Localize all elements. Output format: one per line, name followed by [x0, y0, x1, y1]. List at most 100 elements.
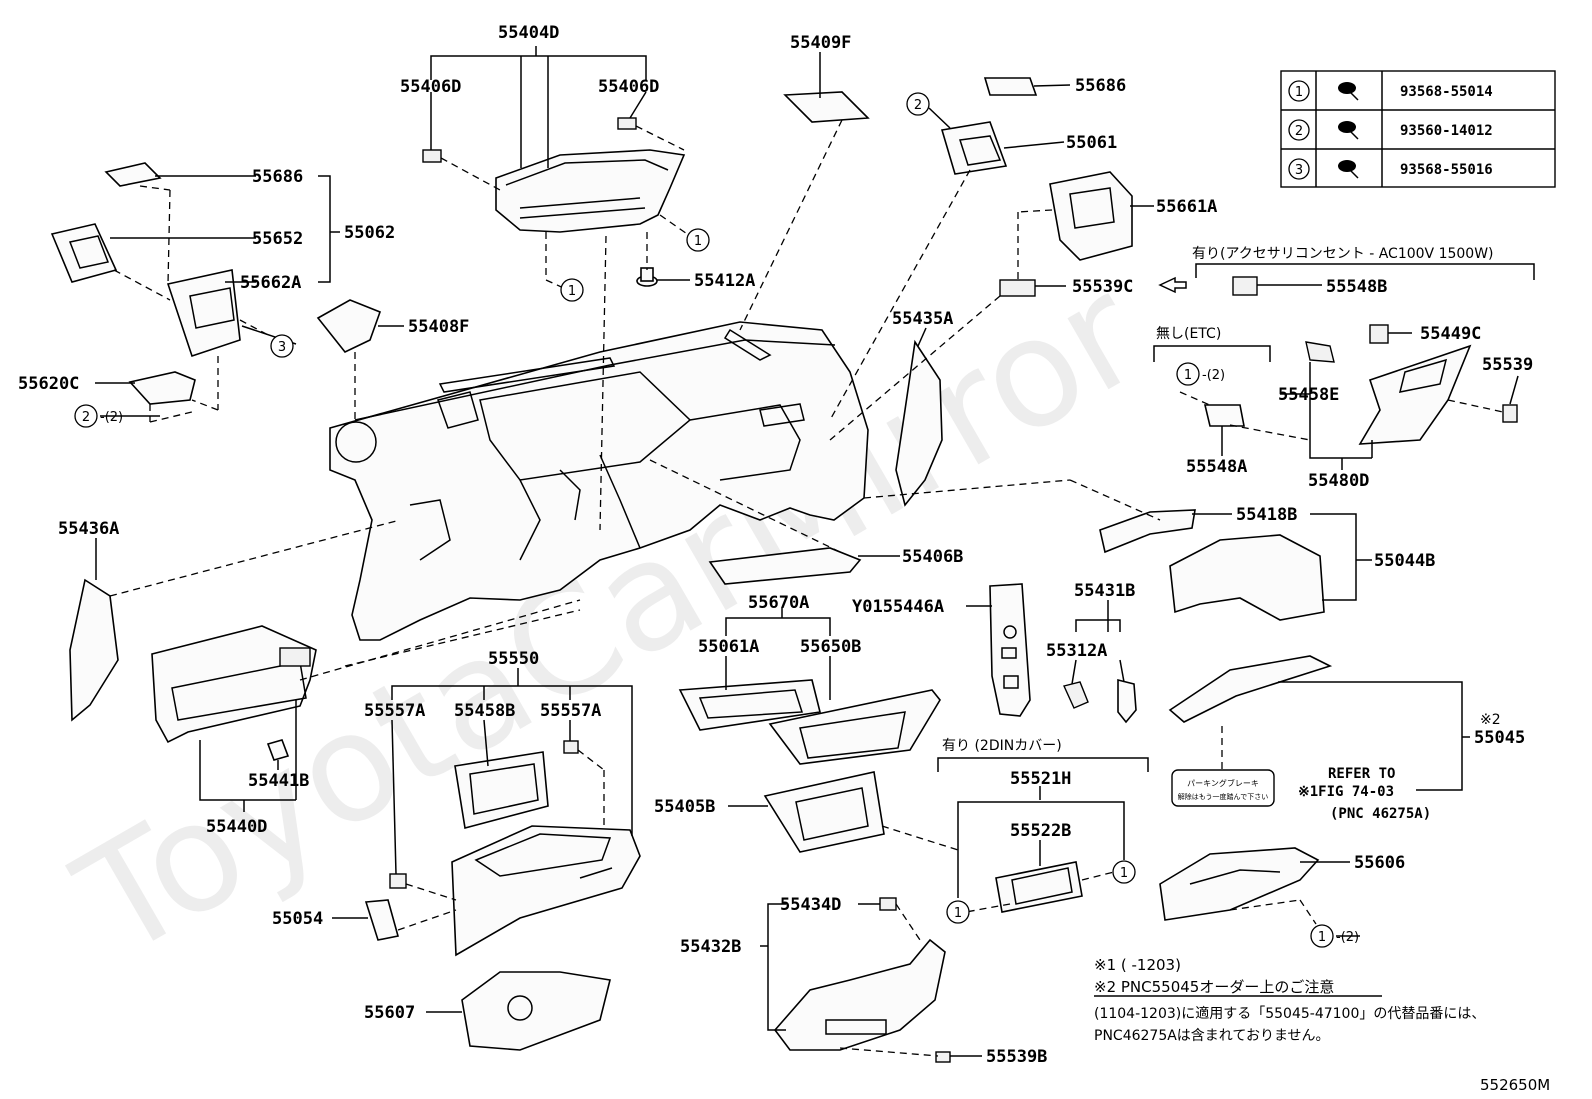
vent-55686-left — [104, 162, 162, 187]
cap-55449C — [1369, 324, 1389, 344]
sticker-line-2: 解除はもう一度踏んで下さい — [1178, 792, 1268, 801]
note-mark-2: ※2 — [1480, 712, 1501, 728]
part-label: 55557A — [364, 701, 425, 721]
part-label: 55062 — [344, 223, 395, 243]
svg-text:-(2): -(2) — [1202, 368, 1225, 383]
part-label: 55606 — [1354, 853, 1405, 873]
callout-1: 1 — [946, 900, 970, 924]
callout-1-qty: 1 -(2) — [1310, 924, 1359, 948]
fastener-part-number: 93568-55016 — [1400, 162, 1493, 178]
part-label: 55686 — [252, 167, 303, 187]
glovebox-door-55550 — [451, 825, 641, 957]
callout-1: 1 — [686, 228, 710, 252]
part-label: 55408F — [408, 317, 469, 337]
part-label: 55620C — [18, 374, 79, 394]
screw-icon — [1338, 160, 1359, 179]
dashed-assembly-lines — [109, 119, 1504, 1057]
svg-text:1: 1 — [568, 284, 576, 299]
svg-text:2: 2 — [914, 98, 922, 113]
fastener-table: 1 93568-55014 2 93560-14012 3 93568-5501 — [1280, 70, 1556, 188]
callout-2: 2 — [906, 92, 930, 116]
cover-55431B — [1117, 678, 1137, 724]
part-label: 55458B — [454, 701, 515, 721]
cover-55522B — [995, 861, 1083, 913]
bracket-55620C — [128, 371, 196, 405]
panel-55650B — [768, 689, 941, 765]
vent-55686-right — [983, 77, 1038, 96]
vent-55061 — [940, 121, 1008, 175]
vent-55652 — [50, 223, 118, 283]
cover-55408F — [316, 299, 382, 353]
svg-text:1: 1 — [954, 906, 962, 921]
refer-fig-label: ※1FIG 74-03 — [1298, 784, 1394, 800]
part-label: 55404D — [498, 23, 559, 43]
part-label: 55539B — [986, 1047, 1047, 1067]
svg-text:3: 3 — [278, 340, 286, 355]
panel-55409F — [783, 91, 870, 123]
trim-55418B — [1099, 509, 1196, 554]
part-label: 55432B — [680, 937, 741, 957]
part-label: 55548A — [1186, 457, 1247, 477]
part-label: 55061 — [1066, 133, 1117, 153]
glovebox-55440D — [151, 625, 317, 744]
svg-text:2: 2 — [1295, 124, 1303, 139]
part-label: 55054 — [272, 909, 323, 929]
part-label: 55406D — [598, 77, 659, 97]
part-label: 55548B — [1326, 277, 1387, 297]
part-label: 55045 — [1474, 728, 1525, 748]
footnote-4: PNC46275Aは含まれておりません。 — [1094, 1028, 1330, 1044]
svg-text:-(2): -(2) — [1336, 930, 1359, 945]
note-without-etc: 無し(ETC) — [1156, 326, 1221, 342]
svg-text:1: 1 — [1184, 368, 1192, 383]
clip-55539 — [1502, 404, 1518, 423]
svg-text:1: 1 — [1318, 930, 1326, 945]
panel-55406B — [708, 547, 862, 585]
part-label: 55405B — [654, 797, 715, 817]
callout-3: 3 — [270, 334, 294, 358]
part-label: 55670A — [748, 593, 809, 613]
instrument-panel-drawing — [329, 321, 869, 641]
bezel-55662A — [166, 269, 241, 358]
part-label: 55440D — [206, 817, 267, 837]
panel-55405B — [763, 771, 885, 853]
fastener-row-1: 1 93568-55014 — [1288, 80, 1493, 102]
svg-text:3: 3 — [1295, 163, 1303, 178]
fastener-row-3: 3 93568-55016 — [1288, 158, 1493, 180]
clip-55412A — [636, 267, 658, 287]
part-label: 55406D — [400, 77, 461, 97]
footnote-3: (1104-1203)に適用する「55045-47100」の代替品番には、 — [1094, 1005, 1485, 1022]
bracket-55312A — [1063, 681, 1089, 709]
fastener-part-number: 93560-14012 — [1400, 123, 1493, 139]
etc-55548A — [1203, 404, 1245, 427]
register-55061A — [678, 679, 821, 731]
leader-lines — [95, 46, 1535, 1057]
note-2din-cover: 有り (2DINカバー) — [942, 738, 1062, 754]
fastener-part-number: 93568-55014 — [1400, 84, 1493, 100]
part-label: 55522B — [1010, 821, 1071, 841]
callout-1: 1 — [1112, 860, 1136, 884]
part-label: 55521H — [1010, 769, 1071, 789]
notes: 有り(アクセサリコンセント - AC100V 1500W) 無し(ETC) 有り… — [942, 246, 1501, 1044]
hinge-55054 — [364, 899, 400, 941]
callout-1-qty: 1 -(2) — [1176, 362, 1225, 386]
tray-55607 — [461, 971, 611, 1051]
part-label: 55650B — [800, 637, 861, 657]
callout-2-qty: 2 -(2) — [74, 404, 123, 428]
part-label: 55539 — [1482, 355, 1533, 375]
part-label: 55044B — [1374, 551, 1435, 571]
panel-55044B — [1169, 534, 1325, 621]
sticker-line-1: パーキングブレーキ — [1187, 778, 1259, 788]
part-label: 55662A — [240, 273, 301, 293]
part-label: 55449C — [1420, 324, 1481, 344]
part-label: 55441B — [248, 771, 309, 791]
part-label: 55412A — [694, 271, 755, 291]
part-label: 55607 — [364, 1003, 415, 1023]
footnote-2: ※2 PNC55045オーダー上のご注意 — [1094, 978, 1334, 996]
bezel-55661A — [1049, 171, 1133, 261]
svg-text:1: 1 — [694, 234, 702, 249]
panel-55458B — [454, 751, 549, 829]
callout-circles: 1 1 2 3 2 -(2) 1 -(2) 1 — [74, 92, 1359, 948]
part-label: 55431B — [1074, 581, 1135, 601]
pillar-cover-55435A — [895, 339, 943, 507]
